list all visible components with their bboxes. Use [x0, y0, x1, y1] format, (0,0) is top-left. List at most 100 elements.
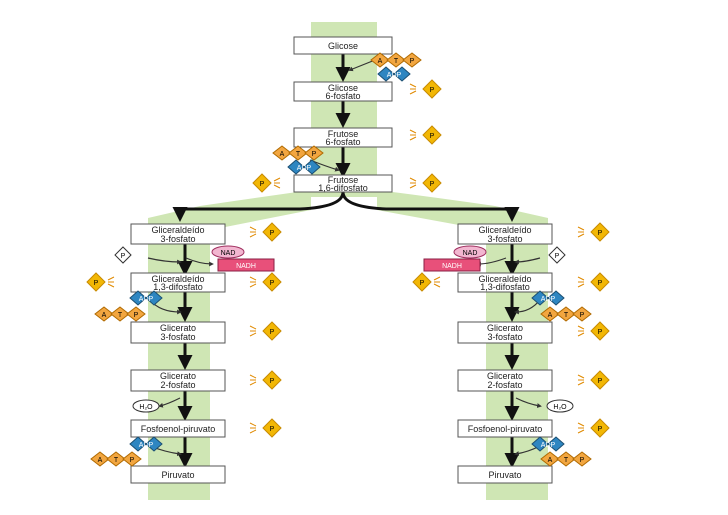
- svg-text:P: P: [580, 457, 585, 464]
- inorganic-phosphate-icon: P P: [114, 246, 566, 264]
- svg-text:ADP: ADP: [139, 296, 154, 303]
- gliceraldeido13-right-2: 1,3-difosfato: [480, 282, 530, 292]
- atp-chain-icon: A T P: [540, 306, 592, 322]
- svg-text:T: T: [394, 58, 399, 65]
- svg-text:T: T: [564, 312, 569, 319]
- piruvato-left: Piruvato: [161, 470, 194, 480]
- glicerato3-left-2: 3-fosfato: [160, 332, 195, 342]
- svg-text:A: A: [378, 58, 383, 65]
- phosphate-diamond-icon: P: [252, 173, 281, 193]
- gliceraldeido3-right-2: 3-fosfato: [487, 234, 522, 244]
- svg-text:T: T: [564, 457, 569, 464]
- phosphate-diamond-icon: P: [577, 321, 610, 341]
- gliceraldeido13-left-1: Gliceraldeído: [151, 274, 204, 284]
- svg-text:A: A: [548, 457, 553, 464]
- phosphate-diamond-icon: P: [409, 79, 442, 99]
- glicerato2-left-1: Glicerato: [160, 371, 196, 381]
- glicerato3-left-1: Glicerato: [160, 323, 196, 333]
- svg-text:P: P: [580, 312, 585, 319]
- water-oval-right: [546, 399, 574, 413]
- adp-diamond-icon: ADP: [531, 290, 565, 306]
- phosphate-diamond-icon: P: [86, 272, 115, 292]
- svg-text:P: P: [598, 280, 603, 287]
- svg-text:P: P: [270, 280, 275, 287]
- frutose16-label-2: 1,6-difosfato: [318, 183, 368, 193]
- svg-text:NAD: NAD: [463, 250, 478, 257]
- phosphate-diamond-icon: P: [249, 370, 282, 390]
- phosphate-diamond-icon: P: [412, 272, 441, 292]
- flow-arrows: [172, 54, 520, 468]
- nadh-box-left: [217, 258, 275, 272]
- svg-text:P: P: [430, 181, 435, 188]
- svg-text:A: A: [548, 312, 553, 319]
- svg-text:ADP: ADP: [541, 296, 556, 303]
- glicerato3-right-1: Glicerato: [487, 323, 523, 333]
- svg-text:P: P: [420, 280, 425, 287]
- gliceraldeido13-right-1: Gliceraldeído: [478, 274, 531, 284]
- svg-text:A: A: [102, 312, 107, 319]
- nad-oval-left: [211, 245, 245, 259]
- gliceraldeido3-left-1: Gliceraldeído: [151, 225, 204, 235]
- gliceraldeido3-left-2: 3-fosfato: [160, 234, 195, 244]
- gliceraldeido13-left-2: 1,3-difosfato: [153, 282, 203, 292]
- svg-text:P: P: [260, 181, 265, 188]
- adp-diamond-icon: ADP: [129, 436, 163, 452]
- nadh-box-right: [423, 258, 481, 272]
- svg-text:P: P: [555, 253, 560, 260]
- atp-chain-icon: A T P: [90, 451, 142, 467]
- molecule-labels: Glicose Glicose 6-fosfato Frutose 6-fosf…: [141, 41, 543, 480]
- glicose6-label-2: 6-fosfato: [325, 91, 360, 101]
- phosphate-diamond-icon: P: [409, 173, 442, 193]
- svg-text:P: P: [134, 312, 139, 319]
- svg-text:H₂O: H₂O: [139, 404, 153, 411]
- phosphate-diamond-icon: P: [249, 272, 282, 292]
- adp-diamond-icon: ADP: [531, 436, 565, 452]
- atp-chain-icon: A T P: [540, 451, 592, 467]
- glicerato2-left-2: 2-fosfato: [160, 380, 195, 390]
- svg-text:A: A: [280, 151, 285, 158]
- svg-text:T: T: [296, 151, 301, 158]
- svg-text:P: P: [430, 133, 435, 140]
- glicose6-label-1: Glicose: [328, 83, 358, 93]
- glicerato2-right-1: Glicerato: [487, 371, 523, 381]
- atp-chain-icon: A T P: [94, 306, 146, 322]
- svg-text:ADP: ADP: [297, 165, 312, 172]
- atp-chain-icon: A T P: [272, 145, 324, 161]
- frutose16-label-1: Frutose: [328, 175, 359, 185]
- glicose-label: Glicose: [328, 41, 358, 51]
- svg-text:T: T: [118, 312, 123, 319]
- phosphate-diamond-icon: P: [249, 418, 282, 438]
- svg-text:P: P: [430, 87, 435, 94]
- glicerato2-right-2: 2-fosfato: [487, 380, 522, 390]
- fosfoenol-left: Fosfoenol-piruvato: [141, 424, 216, 434]
- svg-text:NADH: NADH: [236, 263, 256, 270]
- svg-text:NADH: NADH: [442, 263, 462, 270]
- svg-text:NAD: NAD: [221, 250, 236, 257]
- svg-text:P: P: [121, 253, 126, 260]
- svg-text:P: P: [130, 457, 135, 464]
- svg-text:ADP: ADP: [541, 442, 556, 449]
- svg-text:P: P: [312, 151, 317, 158]
- svg-text:P: P: [270, 378, 275, 385]
- svg-text:H₂O: H₂O: [553, 404, 567, 411]
- svg-text:ADP: ADP: [387, 72, 402, 79]
- phosphate-diamond-icon: P: [577, 370, 610, 390]
- atp-icons: A T P A T P A T P A T P: [90, 52, 592, 467]
- piruvato-right: Piruvato: [488, 470, 521, 480]
- phosphate-diamond-icon: P: [577, 222, 610, 242]
- svg-text:P: P: [598, 230, 603, 237]
- phosphate-diamond-icon: P: [409, 125, 442, 145]
- svg-text:P: P: [410, 58, 415, 65]
- water-icons: H₂O H₂O: [132, 399, 574, 413]
- adp-diamond-icon: ADP: [129, 290, 163, 306]
- svg-text:T: T: [114, 457, 119, 464]
- gliceraldeido3-right-1: Gliceraldeído: [478, 225, 531, 235]
- svg-text:P: P: [270, 230, 275, 237]
- svg-text:A: A: [98, 457, 103, 464]
- frutose6-label-1: Frutose: [328, 129, 359, 139]
- atp-chain-icon: A T P: [370, 52, 422, 68]
- water-oval-left: [132, 399, 160, 413]
- svg-text:P: P: [598, 426, 603, 433]
- molecule-boxes: [130, 36, 553, 484]
